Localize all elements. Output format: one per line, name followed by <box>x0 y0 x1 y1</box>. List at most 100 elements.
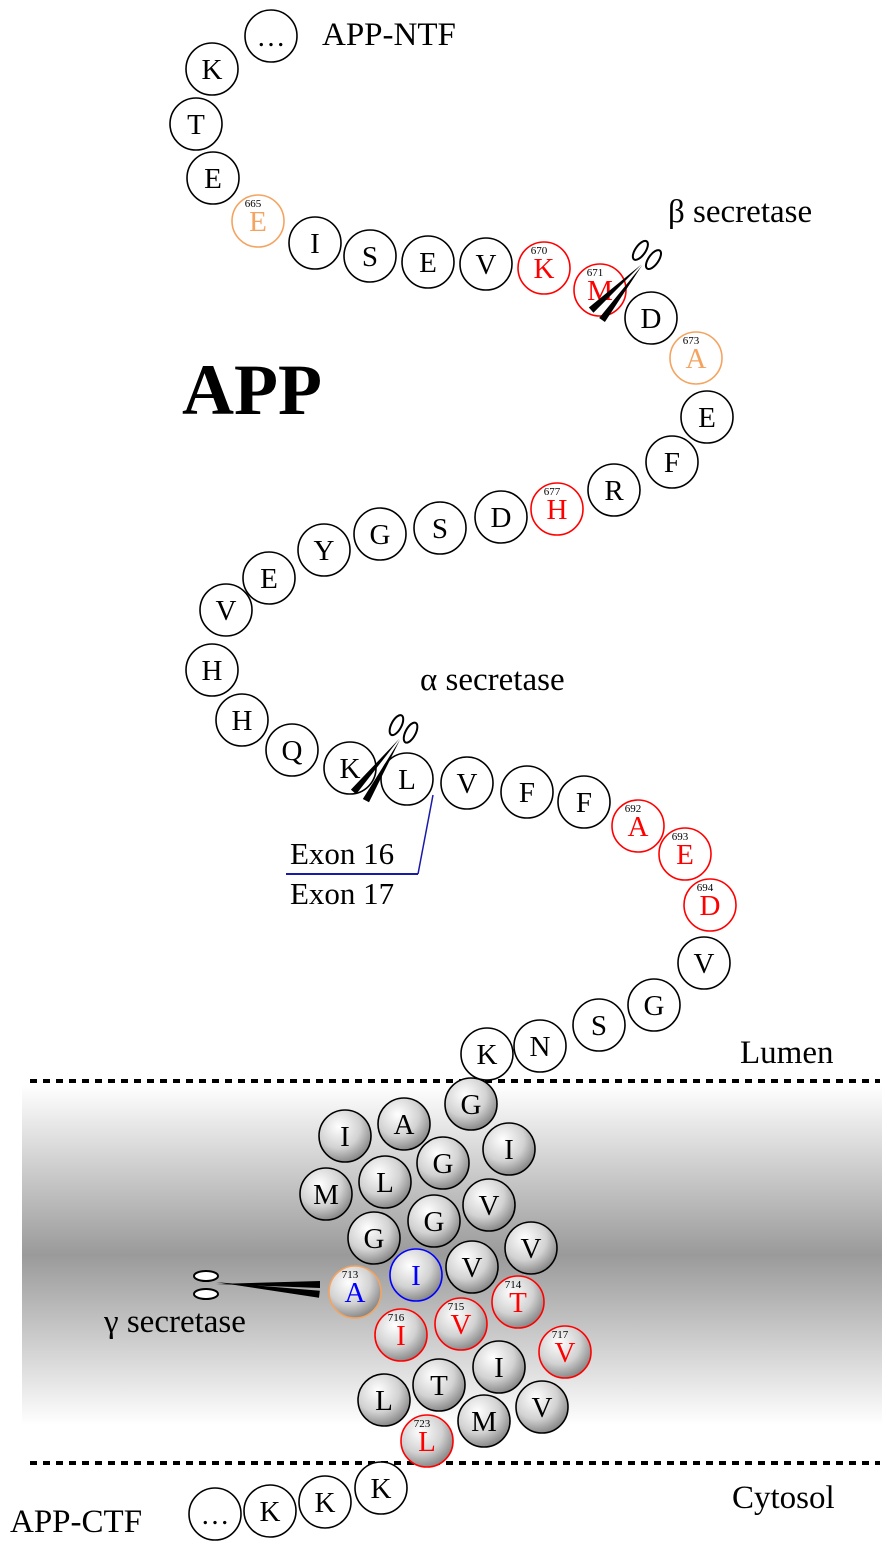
residue-letter: K <box>202 54 223 86</box>
residue-circle <box>265 723 319 777</box>
residue-g-2: G <box>627 978 681 1032</box>
residue-number: 673 <box>683 335 700 347</box>
residue-i-gamma: I <box>389 1248 443 1302</box>
residue-i-2: I <box>482 1122 536 1176</box>
lumen-label: Lumen <box>740 1035 833 1071</box>
residue-letter: A <box>686 343 707 375</box>
residue-letter: K <box>371 1473 392 1505</box>
residue-m-1: M <box>299 1167 353 1221</box>
residue-circle <box>472 1340 526 1394</box>
residue-circle <box>231 194 285 248</box>
residue-circle <box>645 435 699 489</box>
residue-number: 723 <box>414 1418 431 1430</box>
residue-letter: G <box>461 1089 482 1121</box>
residue-circle <box>357 1373 411 1427</box>
residue-letter: I <box>340 1121 350 1153</box>
residue-letter: L <box>376 1167 394 1199</box>
residue-circle <box>517 241 571 295</box>
residue-circle <box>401 235 455 289</box>
residue-letter: A <box>628 811 649 843</box>
residue-letter: S <box>432 513 448 545</box>
residue-letter: N <box>530 1031 551 1063</box>
cytosol-label: Cytosol <box>732 1480 835 1516</box>
residue-letter: T <box>509 1287 527 1319</box>
residue-h-1: H <box>185 643 239 697</box>
residue-e-1: E <box>186 151 240 205</box>
residue-circle <box>243 1484 297 1538</box>
residue-circle <box>515 1380 569 1434</box>
residue-k-5: K <box>298 1475 352 1529</box>
residue-circle <box>215 693 269 747</box>
residue-k-6: K <box>243 1484 297 1538</box>
residue-number: 693 <box>672 831 689 843</box>
residue-circle <box>474 490 528 544</box>
residue-v-8: V <box>515 1380 569 1434</box>
residue-letter: D <box>700 890 721 922</box>
residue-letter: G <box>433 1148 454 1180</box>
residue-g-3: G <box>444 1077 498 1131</box>
residue-letter: V <box>479 1190 500 1222</box>
residue-circle <box>288 216 342 270</box>
residue-letter: E <box>698 402 716 434</box>
residue-letter: E <box>204 163 222 195</box>
residue-letter: F <box>664 447 680 479</box>
residue-circle <box>680 390 734 444</box>
residue-circle <box>457 1394 511 1448</box>
residue-circle <box>412 1358 466 1412</box>
scissors-icon-alpha <box>350 714 419 803</box>
residue-letter: G <box>370 519 391 551</box>
residue-circle <box>627 978 681 1032</box>
residue-number: 715 <box>448 1301 465 1313</box>
residue-v-2: V <box>199 583 253 637</box>
residue-circle <box>343 229 397 283</box>
scissors-icon-beta <box>588 239 663 322</box>
exon-boundary-pointer <box>417 794 434 875</box>
residue-l-1: L <box>380 752 434 806</box>
residue-circle <box>413 501 467 555</box>
residue-e-4: E <box>242 551 296 605</box>
residue-circle <box>380 752 434 806</box>
residue-g-1: G <box>353 507 407 561</box>
residue-letter: … <box>201 1499 230 1531</box>
residue-circle <box>557 775 611 829</box>
residue-number: 677 <box>544 486 561 498</box>
residue-circle <box>504 1221 558 1275</box>
residue-s-1: S <box>343 229 397 283</box>
residue-v-1: V <box>459 237 513 291</box>
residue-letter: G <box>364 1223 385 1255</box>
residue-circle <box>459 237 513 291</box>
residue-circle <box>491 1275 545 1329</box>
residue-q-1: Q <box>265 723 319 777</box>
residue-letter: T <box>187 109 205 141</box>
residue-number: 665 <box>245 198 262 210</box>
residue-l-2: L <box>358 1155 412 1209</box>
residue-letter: E <box>419 247 437 279</box>
residue-letter: L <box>375 1385 393 1417</box>
alpha-secretase-label: α secretase <box>420 662 565 698</box>
residue-circle <box>624 291 678 345</box>
residue-letter: H <box>232 705 253 737</box>
residue-circle <box>445 1240 499 1294</box>
residue-circle <box>185 42 239 96</box>
residue-letter: S <box>591 1010 607 1042</box>
residue-i-3: I <box>318 1109 372 1163</box>
residue-circle <box>186 151 240 205</box>
residue-letter: D <box>641 303 662 335</box>
residue-v-5: V <box>462 1178 516 1232</box>
residue-circle <box>354 1461 408 1515</box>
residue-circle <box>353 507 407 561</box>
residue-number: 692 <box>625 803 642 815</box>
residue-circle <box>538 1325 592 1379</box>
residue-circle <box>611 799 665 853</box>
